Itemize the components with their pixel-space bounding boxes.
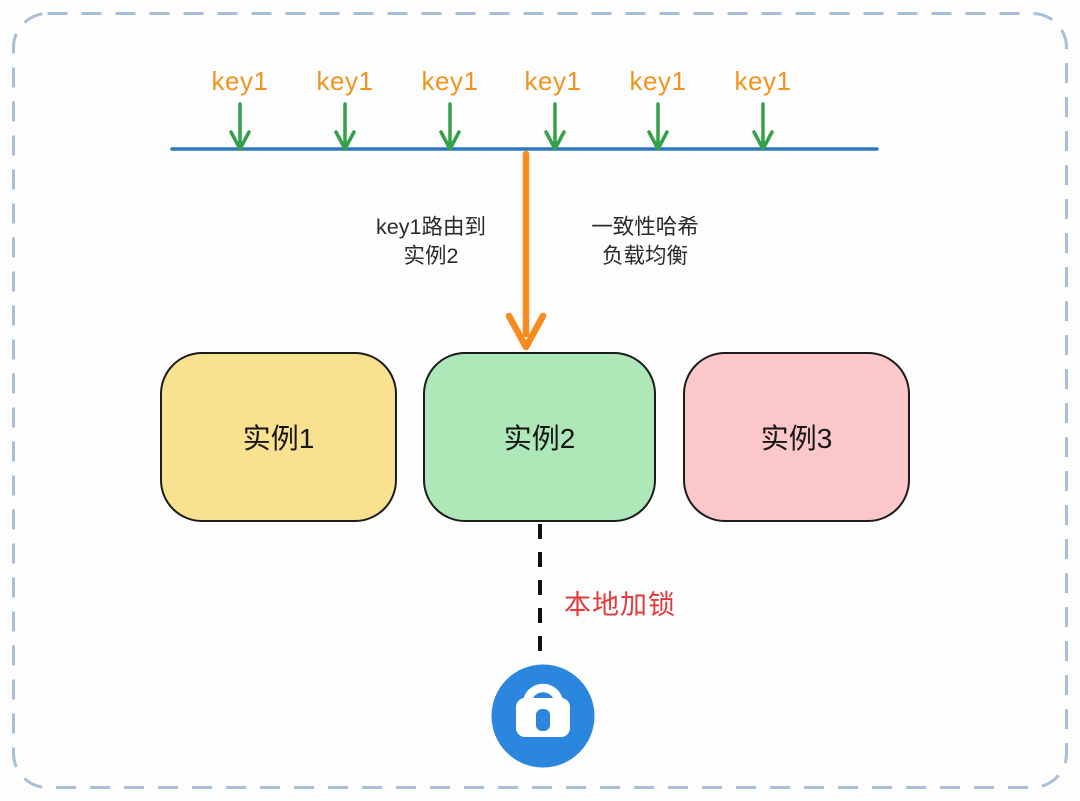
key-label: key1 [421,66,479,96]
key-label: key1 [524,66,582,96]
route-arrow-icon [505,150,547,351]
key-down-arrow-icon [229,102,251,151]
key-down-arrow-icon [544,102,566,151]
route-annotation: key1路由到 实例2 [346,213,516,271]
local-lock-label: 本地加锁 [564,590,676,620]
route-annotation-line2: 实例2 [403,244,459,268]
key-down-arrow-icon [752,102,774,151]
key-label: key1 [316,66,374,96]
instance-2-label: 实例2 [503,423,576,454]
lock-icon [491,664,595,768]
instance-box-2: 实例2 [423,352,656,522]
instance-1-label: 实例1 [242,423,315,454]
instance-3-label: 实例3 [760,423,833,454]
key-label: key1 [629,66,687,96]
key-label: key1 [734,66,792,96]
key-label: key1 [211,66,269,96]
hash-algorithm-annotation: 一致性哈希 负载均衡 [560,213,730,271]
key-down-arrow-icon [647,102,669,151]
instance-box-3: 实例3 [683,352,910,522]
route-annotation-line1: key1路由到 [376,215,486,239]
dashed-frame-border [12,12,1068,789]
key-down-arrow-icon [439,102,461,151]
instance-box-1: 实例1 [160,352,397,522]
hash-annotation-line1: 一致性哈希 [591,215,699,239]
key-down-arrow-icon [334,102,356,151]
hash-annotation-line2: 负载均衡 [601,244,688,268]
